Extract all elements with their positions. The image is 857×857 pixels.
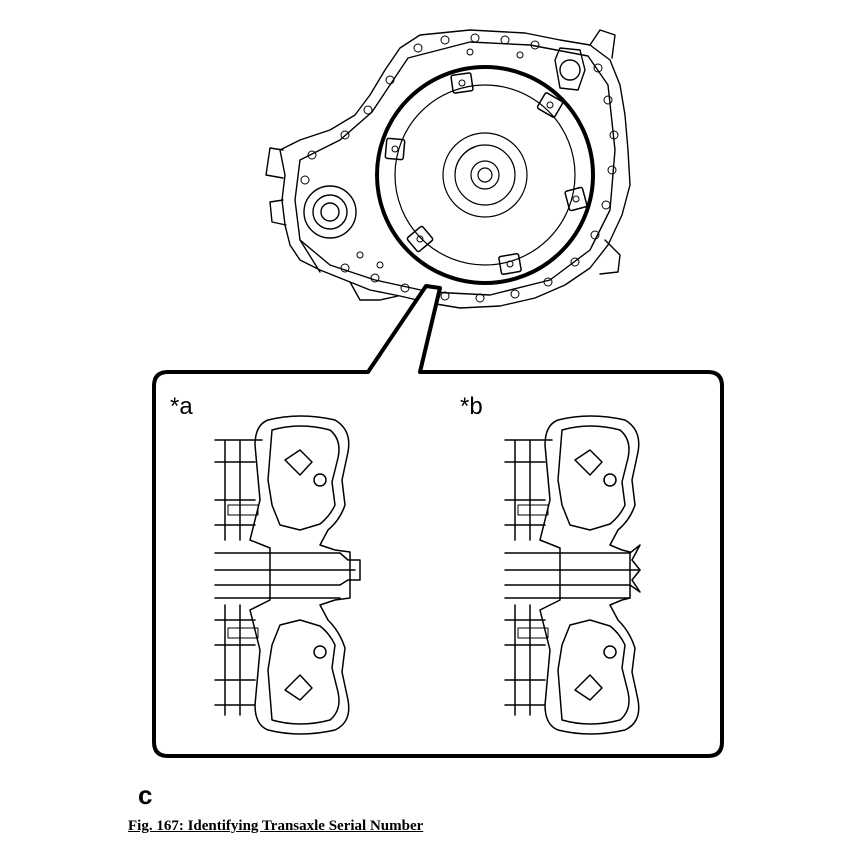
housing-bolt-holes [300, 33, 619, 303]
transaxle-housing [265, 29, 631, 309]
label-a: *a [170, 393, 193, 420]
callout-box [152, 284, 724, 758]
cross-section-b [504, 415, 641, 735]
cross-section-a [214, 415, 361, 735]
corner-letter: c [138, 780, 153, 810]
torque-converter [375, 65, 595, 285]
figure-caption: Fig. 167: Identifying Transaxle Serial N… [128, 818, 424, 834]
label-b: *b [460, 393, 483, 420]
